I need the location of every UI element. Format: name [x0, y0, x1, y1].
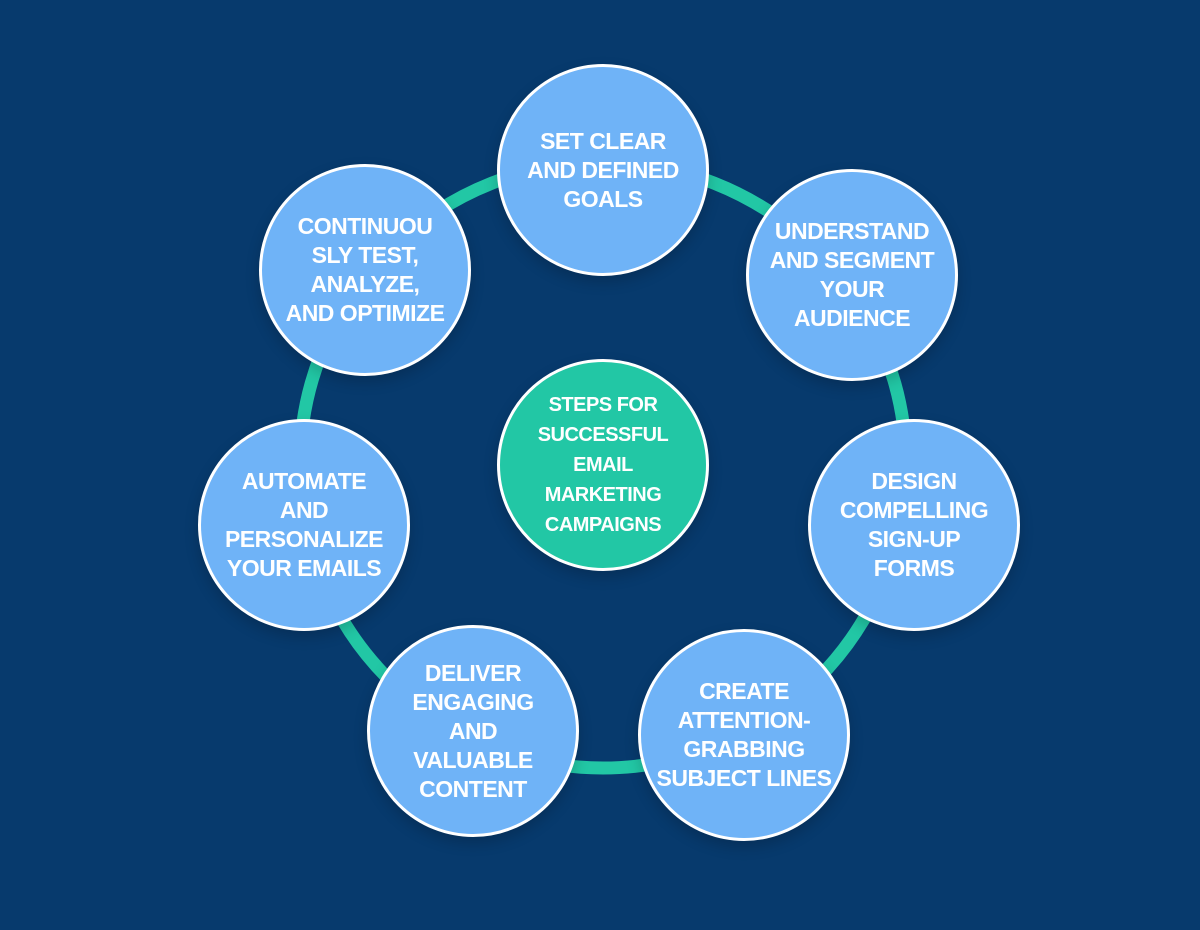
step-node-label: SET CLEAR AND DEFINED GOALS [527, 127, 679, 212]
step-node-segment-audience: UNDERSTAND AND SEGMENT YOUR AUDIENCE [746, 169, 958, 381]
step-node-sign-up-forms: DESIGN COMPELLING SIGN-UP FORMS [808, 419, 1020, 631]
step-node-label: AUTOMATE AND PERSONALIZE YOUR EMAILS [224, 468, 384, 581]
step-node-valuable-content: DELIVER ENGAGING AND VALUABLE CONTENT [367, 625, 579, 837]
step-node-set-goals: SET CLEAR AND DEFINED GOALS [497, 64, 709, 276]
step-node-test-optimize: CONTINUOU SLY TEST, ANALYZE, AND OPTIMIZ… [259, 164, 471, 376]
step-node-label: CONTINUOU SLY TEST, ANALYZE, AND OPTIMIZ… [285, 213, 445, 326]
step-node-automate-personalize: AUTOMATE AND PERSONALIZE YOUR EMAILS [198, 419, 410, 631]
step-node-label: CREATE ATTENTION- GRABBING SUBJECT LINES [656, 678, 832, 791]
center-node-label: STEPS FOR SUCCESSFUL EMAIL MARKETING CAM… [537, 394, 669, 536]
step-node-subject-lines: CREATE ATTENTION- GRABBING SUBJECT LINES [638, 629, 850, 841]
step-node-label: DELIVER ENGAGING AND VALUABLE CONTENT [412, 659, 534, 802]
step-node-label: UNDERSTAND AND SEGMENT YOUR AUDIENCE [769, 218, 935, 331]
step-node-label: DESIGN COMPELLING SIGN-UP FORMS [839, 468, 989, 581]
center-node: STEPS FOR SUCCESSFUL EMAIL MARKETING CAM… [497, 359, 709, 571]
